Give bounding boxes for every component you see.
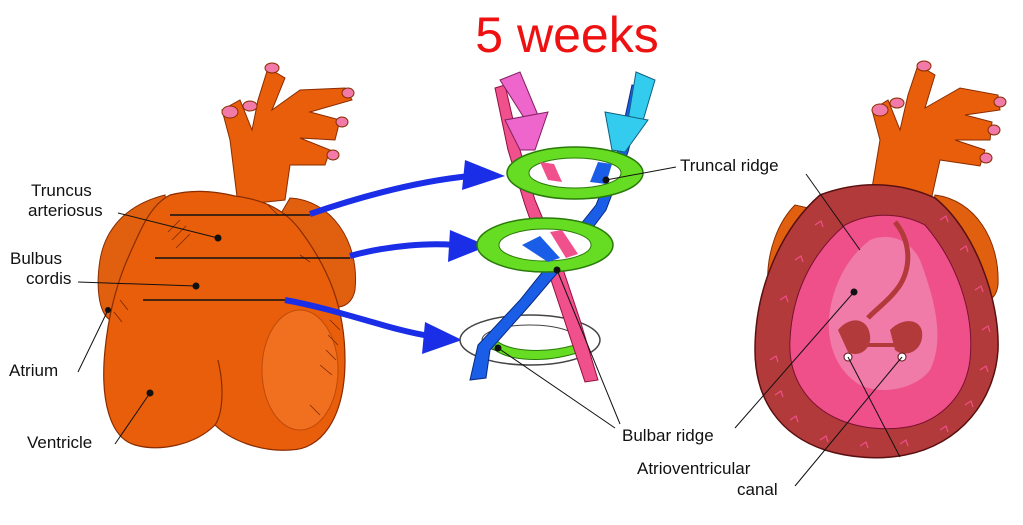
left-heart xyxy=(98,63,355,450)
label-bulbus-line2: cordis xyxy=(26,269,71,288)
label-atrium: Atrium xyxy=(9,361,58,380)
label-av-canal-line1: Atrioventricular xyxy=(637,459,751,478)
arrow-head-truncus xyxy=(462,160,505,190)
arrow-head-ventricle xyxy=(422,322,462,354)
right-heart-section xyxy=(755,61,1006,458)
center-labels: Truncal ridge Bulbar ridge xyxy=(498,156,779,445)
diagram-title: 5 weeks xyxy=(475,7,658,63)
label-bulbar-ridge: Bulbar ridge xyxy=(622,426,714,445)
label-truncal-ridge: Truncal ridge xyxy=(680,156,779,175)
aortic-arrow xyxy=(628,72,655,124)
label-ventricle: Ventricle xyxy=(27,433,92,452)
right-heart-vessels xyxy=(870,61,1006,205)
left-heart-vessels xyxy=(222,63,354,205)
label-truncus-line2: arteriosus xyxy=(28,201,103,220)
label-av-canal-line2: canal xyxy=(737,480,778,499)
spiral-septum xyxy=(460,72,655,382)
label-truncus-line1: Truncus xyxy=(31,181,92,200)
label-bulbus-line1: Bulbus xyxy=(10,249,62,268)
